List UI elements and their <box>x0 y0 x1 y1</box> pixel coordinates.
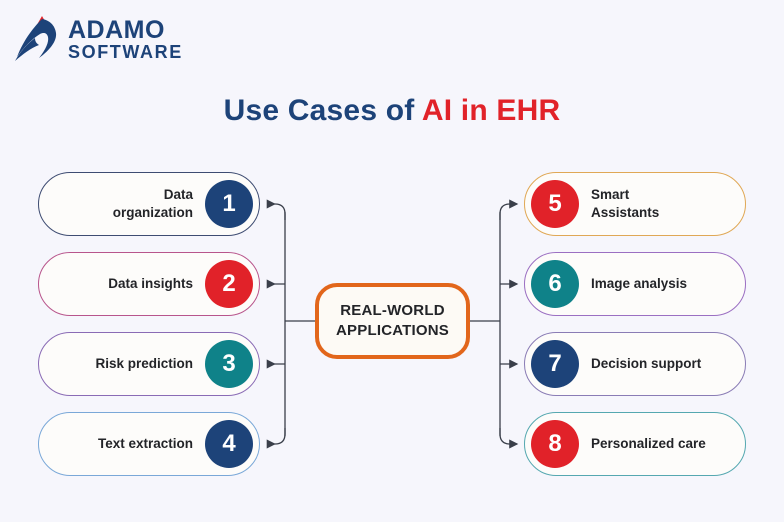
use-case-label-2: Data insights <box>108 276 193 292</box>
use-case-label-6: Image analysis <box>591 276 688 292</box>
connector-left-4 <box>266 428 286 449</box>
use-case-item-8[interactable]: 8 Personalized care <box>524 412 746 476</box>
brand-name-line1: ADAMO <box>68 15 165 44</box>
adamo-swoosh-logo-icon <box>15 16 57 61</box>
center-node-label: REAL-WORLD APPLICATIONS <box>336 302 449 339</box>
use-case-number-1: 1 <box>205 180 253 228</box>
use-case-number-2: 2 <box>205 260 253 308</box>
use-case-item-7[interactable]: 7 Decision support <box>524 332 746 396</box>
use-case-label-3: Risk prediction <box>95 356 193 372</box>
use-case-label-4: Text extraction <box>97 436 193 452</box>
use-case-number-4: 4 <box>205 420 253 468</box>
use-case-item-6[interactable]: 6 Image analysis <box>524 252 746 316</box>
connector-right-5 <box>499 199 519 220</box>
use-case-number-6: 6 <box>531 260 579 308</box>
center-node[interactable]: REAL-WORLD APPLICATIONS <box>315 283 470 359</box>
use-case-label-1: Data organization <box>112 187 193 220</box>
page-title: Use Cases of AI in EHR <box>0 94 784 128</box>
use-case-number-3: 3 <box>205 340 253 388</box>
page-title-main: Use Cases of <box>223 94 422 127</box>
use-case-label-5: Smart Assistants <box>591 187 660 220</box>
use-case-label-8: Personalized care <box>591 436 706 452</box>
brand-wordmark: ADAMO SOFTWARE <box>68 15 183 62</box>
brand-name-line2: SOFTWARE <box>68 41 183 62</box>
use-case-item-4[interactable]: Text extraction 4 <box>38 412 260 476</box>
use-case-item-5[interactable]: 5 Smart Assistants <box>524 172 746 236</box>
brand-logo: ADAMO SOFTWARE <box>12 10 242 68</box>
use-case-item-1[interactable]: Data organization 1 <box>38 172 260 236</box>
use-case-number-7: 7 <box>531 340 579 388</box>
use-case-number-8: 8 <box>531 420 579 468</box>
connector-left-1 <box>266 199 286 220</box>
page-title-accent: AI in EHR <box>421 94 561 127</box>
use-case-number-5: 5 <box>531 180 579 228</box>
use-case-item-2[interactable]: Data insights 2 <box>38 252 260 316</box>
use-case-label-7: Decision support <box>591 356 702 372</box>
connector-right-8 <box>499 428 519 449</box>
use-case-item-3[interactable]: Risk prediction 3 <box>38 332 260 396</box>
